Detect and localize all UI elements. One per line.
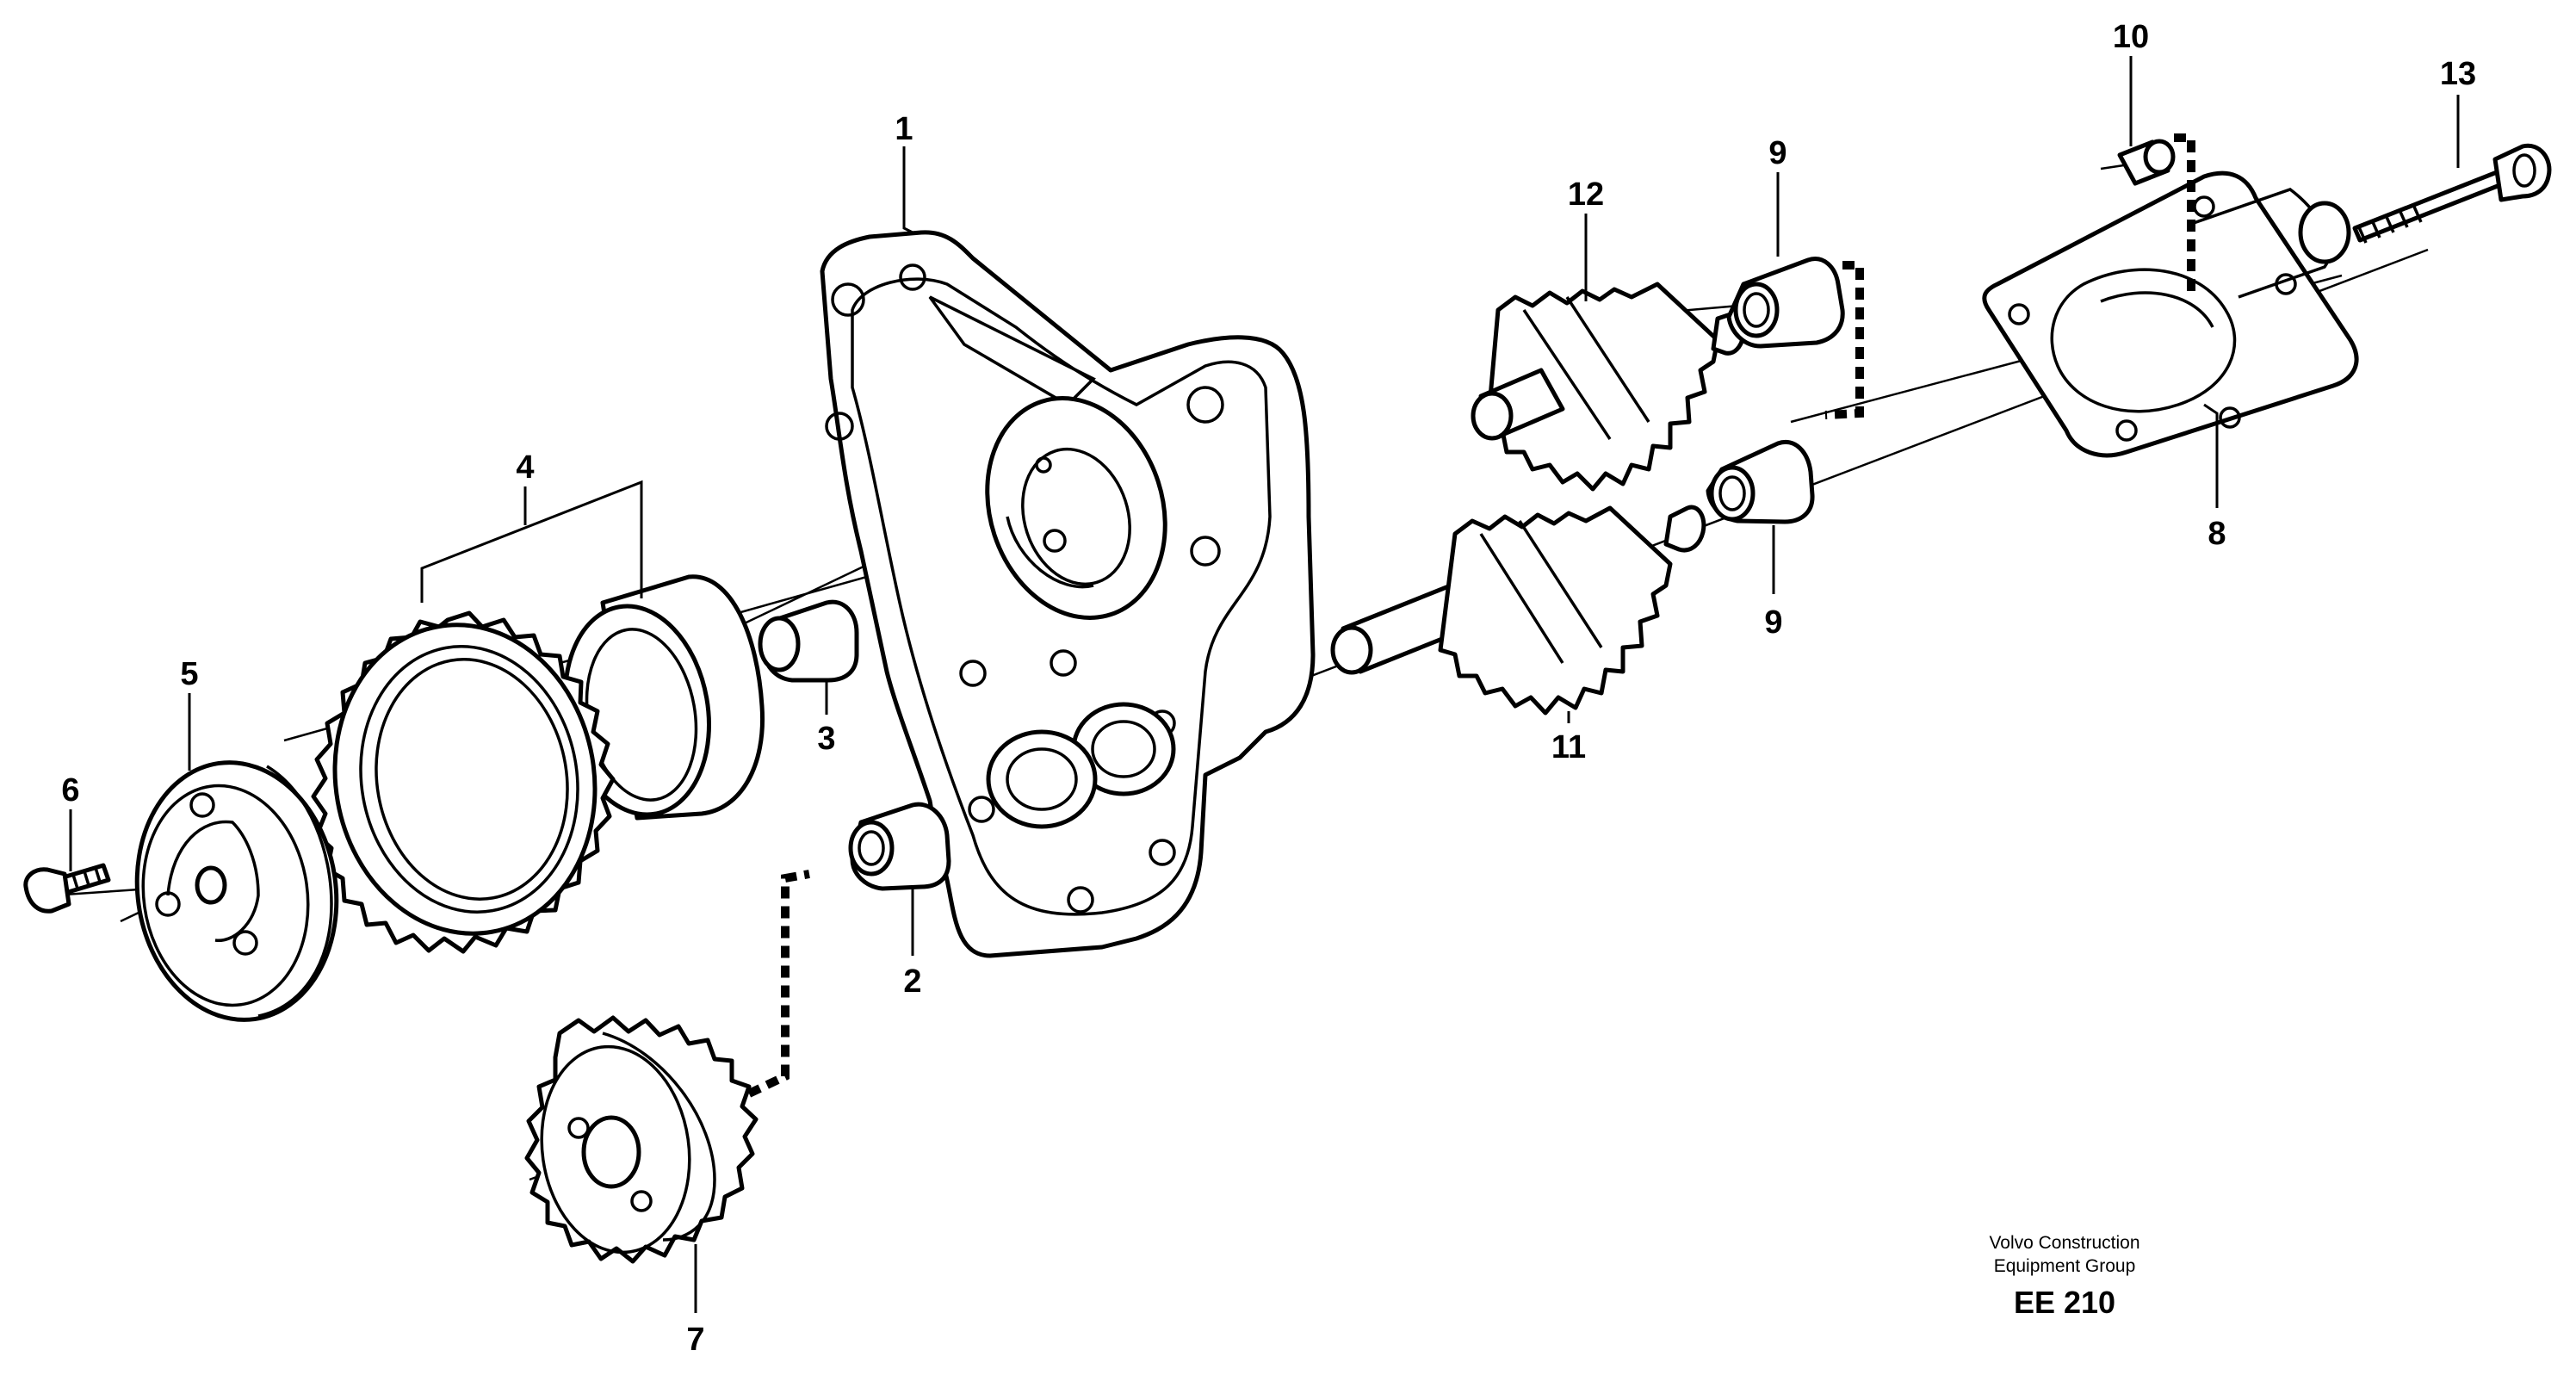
callout-9-upper: 9 [1768, 135, 1786, 171]
callout-9-lower: 9 [1764, 604, 1782, 641]
callout-2: 2 [903, 963, 921, 1000]
callout-6: 6 [61, 772, 79, 809]
bushing-lower [1706, 440, 1815, 524]
drive-rotor-gear [1330, 505, 1706, 716]
leader-lines [69, 56, 2460, 1313]
callout-4: 4 [516, 449, 534, 486]
assembly-guides [746, 133, 2195, 1098]
driven-rotor-gear [1471, 282, 1747, 492]
bushing-small [758, 599, 859, 683]
idler-gear [311, 610, 616, 954]
short-bolt [23, 863, 111, 914]
company-name-line2: Equipment Group [1994, 1256, 2136, 1276]
drive-gear [524, 1015, 759, 1264]
callout-labels: 1 2 3 4 5 6 7 8 9 9 10 11 12 13 [61, 19, 2476, 1358]
company-name-line1: Volvo Construction [1989, 1233, 2139, 1253]
callout-10: 10 [2113, 19, 2149, 55]
callout-1: 1 [895, 111, 913, 147]
bushing-upper [1726, 257, 1845, 349]
callout-7: 7 [686, 1322, 704, 1358]
callout-8: 8 [2208, 516, 2226, 552]
callout-11: 11 [1551, 729, 1586, 765]
long-bolt [2352, 143, 2552, 244]
footer-block: Volvo Construction Equipment Group EE 21… [1989, 1233, 2139, 1320]
dowel-sleeve [2117, 139, 2176, 186]
callout-5: 5 [180, 656, 198, 692]
bushing-sleeve [848, 802, 951, 891]
pump-cover-plate [1982, 170, 2359, 458]
callout-3: 3 [817, 721, 835, 757]
callout-12: 12 [1568, 177, 1604, 213]
callout-13: 13 [2440, 56, 2476, 92]
hub-flange [134, 760, 339, 1022]
diagram-code: EE 210 [2014, 1285, 2115, 1320]
pump-housing [820, 230, 1316, 958]
